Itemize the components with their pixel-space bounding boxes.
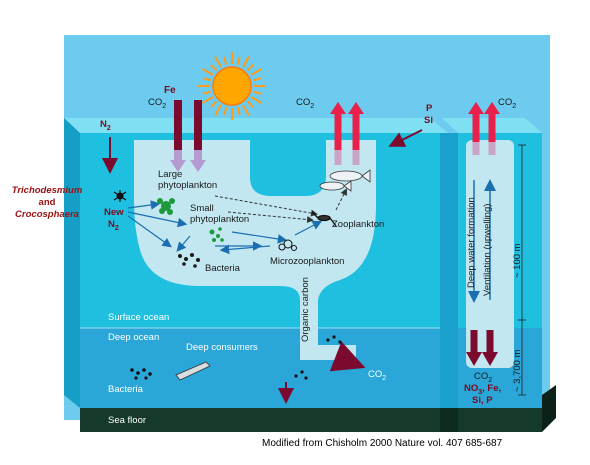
depth-100-label: ~ 100 m — [512, 243, 523, 278]
deep-ocean-label: Deep ocean — [108, 332, 160, 343]
fish-icon — [319, 169, 371, 192]
small-phytoplankton-icon — [209, 227, 224, 242]
column-co2-arrows — [468, 102, 500, 155]
depth-3700-label: ~ 3,700 m — [512, 349, 523, 392]
zooplankton-label: Zooplankton — [332, 219, 385, 230]
si-label: Si — [424, 115, 433, 126]
sun-icon — [198, 52, 266, 120]
and-label: and — [38, 197, 56, 208]
food-web-flows — [127, 200, 323, 255]
bacteria-deep-label: Bacteria — [108, 384, 143, 395]
crocosphaera-label: Crocosphaera — [15, 209, 79, 220]
n2-top-label: N2 — [100, 119, 111, 132]
zooplankton-icon — [311, 211, 337, 227]
co2-label-left: CO2 — [148, 97, 167, 110]
co2-column-label: CO2 — [474, 371, 493, 384]
large-phytoplankton-icon — [157, 198, 175, 215]
co2-label-mid: CO2 — [296, 97, 315, 110]
sea-floor-corner — [440, 408, 458, 432]
sea-floor-label: Sea floor — [108, 415, 147, 426]
sea-floor-side — [542, 385, 556, 432]
deep-bacteria-icon — [130, 368, 152, 380]
dashed-flows — [214, 188, 347, 224]
credit-caption: Modified from Chisholm 2000 Nature vol. … — [262, 438, 503, 449]
sea-floor-right — [458, 408, 542, 432]
block-gap — [440, 133, 458, 408]
nutrients-label-2: Si, P — [472, 395, 493, 406]
microzooplankton-icon — [278, 239, 297, 251]
ventilation-label: Ventilation (upwelling) — [482, 203, 493, 296]
new-n2-label: N2 — [108, 219, 119, 232]
small-phytoplankton-label: Small — [190, 203, 214, 214]
bacteria-surface-label: Bacteria — [205, 263, 240, 274]
trichodesmium-icon — [113, 190, 127, 202]
fe-label: Fe — [164, 85, 176, 96]
column-downwelling-arrows — [466, 330, 498, 366]
microzooplankton-label: Microzooplankton — [270, 256, 345, 267]
co2-label-right: CO2 — [498, 97, 517, 110]
surface-ocean-label: Surface ocean — [108, 312, 170, 323]
large-phytoplankton-label: Large — [158, 169, 183, 180]
co2-outgassing-arrows — [330, 102, 364, 165]
co2-bottom-label: CO2 — [368, 369, 387, 382]
particle-cluster-icon — [294, 335, 342, 380]
fe-input-arrows — [170, 100, 206, 172]
deep-consumers-label: Deep consumers — [186, 342, 258, 353]
p-si-arrow — [388, 129, 423, 147]
organic-carbon-label: Organic carbon — [300, 277, 311, 342]
ocean-top-face — [64, 118, 448, 133]
deep-co2-arrow — [329, 341, 366, 372]
nutrients-label-1: NO3, Fe, — [464, 383, 502, 396]
p-label: P — [426, 103, 433, 114]
deep-water-formation-label: Deep water formation — [466, 197, 477, 288]
deep-ocean-block — [80, 328, 440, 408]
sea-floor — [80, 408, 440, 432]
left-side-face — [64, 118, 80, 408]
small-phytoplankton-label-2: phytoplankton — [190, 214, 250, 225]
trichodesmium-label: Trichodesmium — [11, 185, 83, 196]
large-phytoplankton-label-2: phytoplankton — [158, 180, 218, 191]
bacteria-icon — [178, 253, 200, 268]
new-label: New — [104, 207, 124, 218]
deep-consumer-icon — [175, 361, 211, 381]
